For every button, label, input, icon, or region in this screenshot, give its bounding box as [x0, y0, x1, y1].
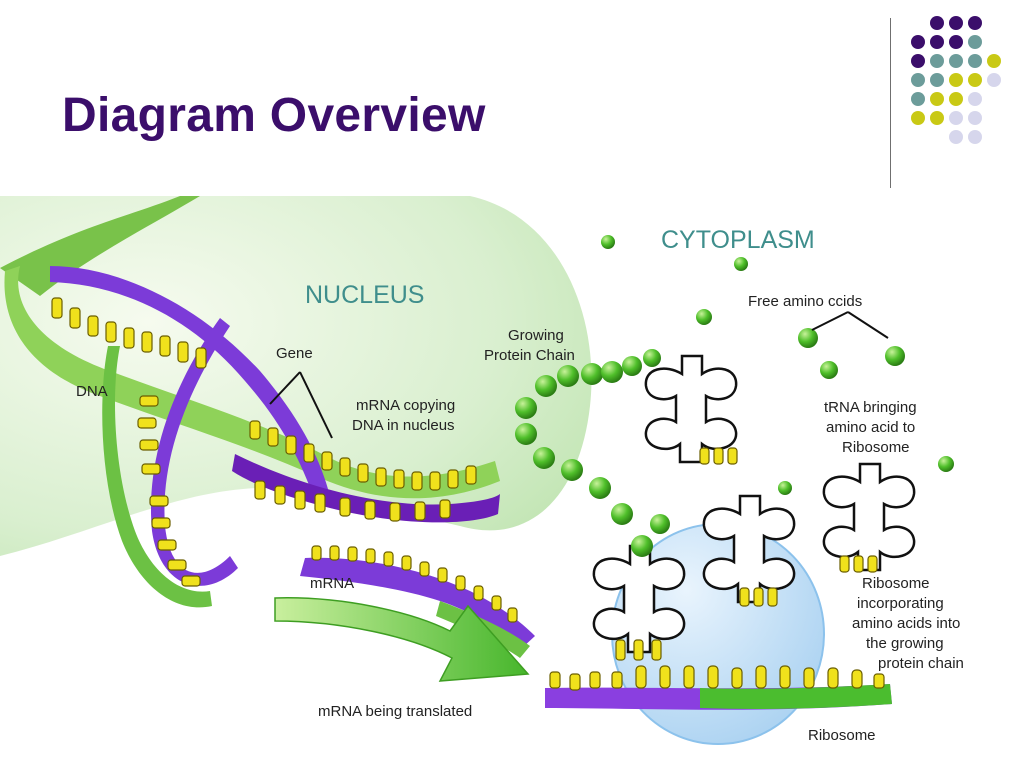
- corner-dot: [949, 35, 963, 49]
- growing-label-line1: Growing: [508, 327, 564, 344]
- corner-dot: [930, 111, 944, 125]
- protein-synthesis-diagram: NUCLEUS CYTOPLASM: [0, 196, 964, 745]
- ribosome-incorporating-label-line1: Ribosome: [862, 575, 930, 592]
- cytoplasm-label: CYTOPLASM: [661, 226, 815, 254]
- corner-dot: [911, 92, 925, 106]
- corner-dot: [949, 92, 963, 106]
- corner-dot: [949, 130, 963, 144]
- corner-dot: [930, 16, 944, 30]
- trna-in-ribosome: [592, 544, 686, 661]
- trna-upper-right: [822, 462, 916, 573]
- corner-dot: [968, 92, 982, 106]
- dna-helix: [0, 196, 500, 608]
- nucleus-label: NUCLEUS: [305, 281, 424, 309]
- corner-dot: [930, 35, 944, 49]
- ribosome-incorporating-label-line5: protein chain: [878, 655, 964, 672]
- corner-dot: [987, 73, 1001, 87]
- corner-dot: [968, 130, 982, 144]
- corner-dot: [968, 111, 982, 125]
- corner-dot: [968, 54, 982, 68]
- ribosome-incorporating-label-line4: the growing: [866, 635, 944, 652]
- corner-dot: [911, 111, 925, 125]
- trna-center: [702, 494, 796, 607]
- translation-arrow: [274, 597, 530, 682]
- corner-dot: [968, 73, 982, 87]
- amino-acid-chain: [515, 349, 670, 557]
- corner-dot: [968, 16, 982, 30]
- mrna-translated-label: mRNA being translated: [318, 703, 472, 720]
- gene-label: Gene: [276, 345, 313, 362]
- corner-dot: [911, 54, 925, 68]
- trna-label-line1: tRNA bringing: [824, 399, 917, 416]
- corner-dot: [949, 73, 963, 87]
- mrna-copying-label-line1: mRNA copying: [356, 397, 455, 414]
- corner-dot: [987, 54, 1001, 68]
- corner-dot: [930, 54, 944, 68]
- free-amino-acids: [601, 235, 954, 495]
- trna-upper-left: [644, 354, 738, 465]
- ribosome-incorporating-label-line2: incorporating: [857, 595, 944, 612]
- trna-molecules: [592, 354, 916, 661]
- corner-dot: [949, 54, 963, 68]
- ribosome-incorporating-label-line3: amino acids into: [852, 615, 960, 632]
- corner-dot: [930, 73, 944, 87]
- corner-dot: [930, 92, 944, 106]
- corner-dot: [911, 73, 925, 87]
- corner-dot: [911, 35, 925, 49]
- mrna-label: mRNA: [310, 575, 354, 592]
- dna-label: DNA: [76, 383, 108, 400]
- ribosome-label: Ribosome: [808, 727, 876, 744]
- corner-dot: [949, 111, 963, 125]
- mrna-copying-label-line2: DNA in nucleus: [352, 417, 455, 434]
- corner-dot: [949, 16, 963, 30]
- translated-mrna-strand: [545, 665, 892, 710]
- free-amino-label: Free amino ccids: [748, 293, 862, 310]
- growing-label-line2: Protein Chain: [484, 347, 575, 364]
- corner-divider-line: [890, 18, 891, 188]
- slide-title: Diagram Overview: [62, 89, 486, 142]
- pointer-lines: [269, 311, 889, 439]
- corner-dot: [968, 35, 982, 49]
- trna-label-line2: amino acid to: [826, 419, 915, 436]
- trna-label-line3: Ribosome: [842, 439, 910, 456]
